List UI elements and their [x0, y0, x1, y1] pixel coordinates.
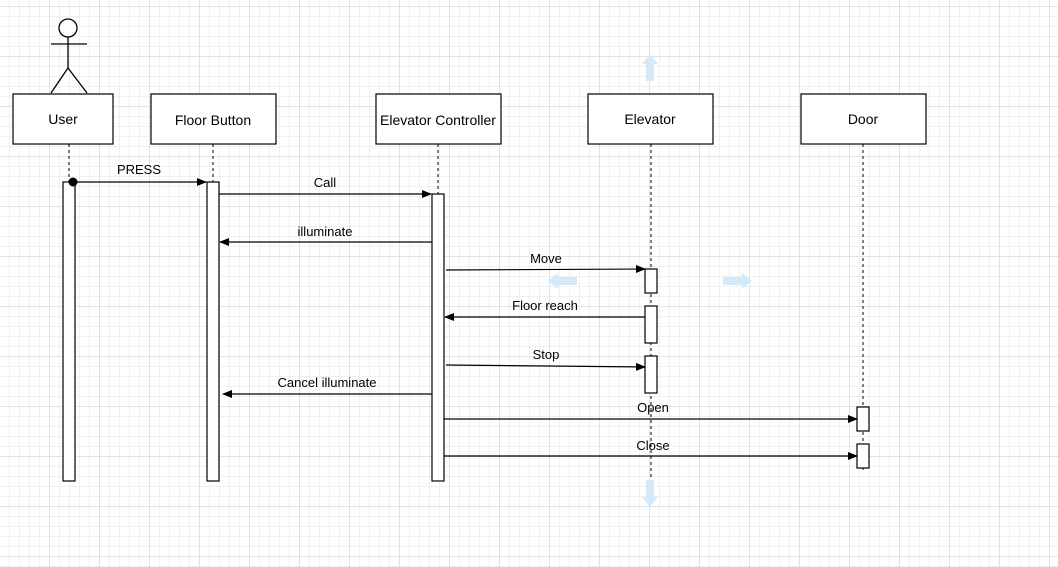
message-label: Open: [637, 400, 669, 415]
activation-user[interactable]: [62, 181, 76, 482]
connection-arrow-left-icon[interactable]: [548, 273, 577, 289]
message-label: Move: [530, 251, 562, 266]
activation-elevator-controller[interactable]: [431, 193, 445, 482]
participant-label: Elevator Controller: [380, 112, 496, 128]
participant-elevator-controller[interactable]: Elevator Controller: [375, 93, 502, 145]
lifelines: [68, 144, 864, 500]
participant-label: User: [48, 111, 78, 127]
participant-user[interactable]: User: [12, 93, 114, 145]
activation-elevator-move[interactable]: [644, 268, 658, 294]
message-label: Stop: [533, 347, 560, 362]
participant-floor-button[interactable]: Floor Button: [150, 93, 277, 145]
message-label: Close: [636, 438, 669, 453]
message-label: Floor reach: [512, 298, 578, 313]
connection-arrow-right-icon[interactable]: [723, 273, 752, 289]
participant-elevator[interactable]: Elevator: [587, 93, 714, 145]
message-label: illuminate: [298, 224, 353, 239]
activation-door-open[interactable]: [856, 406, 870, 432]
participant-label: Elevator: [624, 111, 676, 127]
connection-arrow-down-icon[interactable]: [642, 480, 658, 507]
activation-door-close[interactable]: [856, 443, 870, 469]
participant-label: Floor Button: [175, 112, 251, 128]
participant-label: Door: [848, 111, 879, 127]
actor-stick-figure-icon[interactable]: [50, 18, 88, 94]
message-move[interactable]: [445, 265, 646, 274]
message-label: Cancel illuminate: [278, 375, 377, 390]
activations: [62, 181, 870, 482]
activation-elevator-floor-reach[interactable]: [644, 305, 658, 344]
activation-elevator-stop[interactable]: [644, 355, 658, 394]
message-stop[interactable]: [445, 362, 646, 371]
message-label: Call: [314, 175, 337, 190]
message-press[interactable]: [68, 177, 207, 187]
message-label: PRESS: [117, 162, 161, 177]
connection-arrow-up-icon[interactable]: [642, 54, 658, 81]
participant-door[interactable]: Door: [800, 93, 927, 145]
activation-floor-button[interactable]: [206, 181, 220, 482]
